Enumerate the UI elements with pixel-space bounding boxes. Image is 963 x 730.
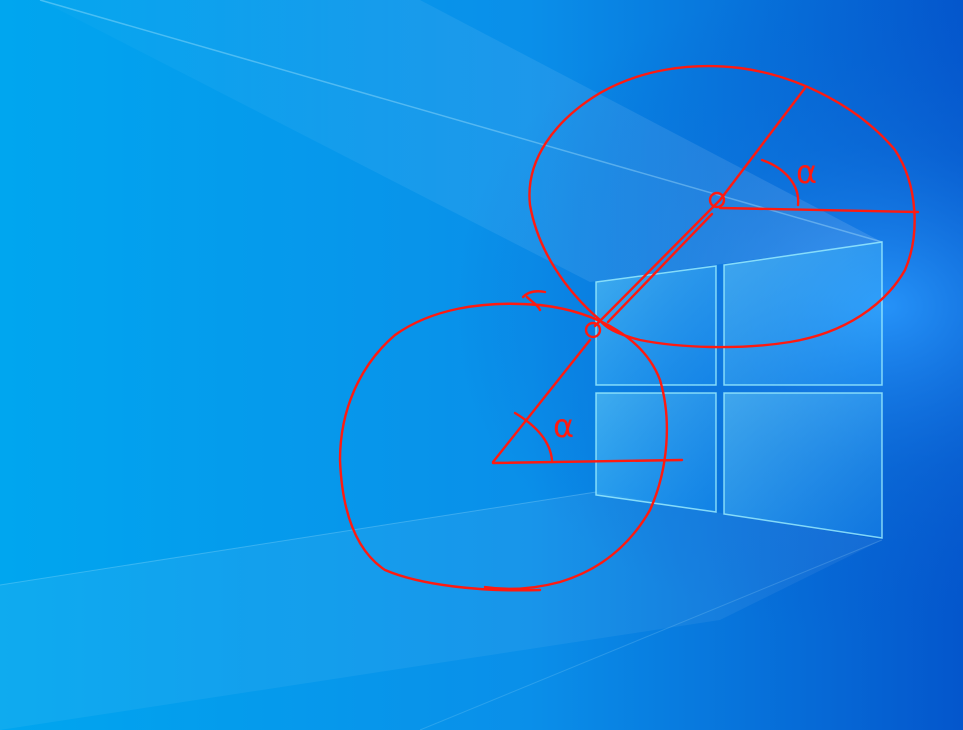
- beam-edge-lower: [419, 539, 883, 730]
- lower-angle-arc: [513, 411, 554, 462]
- lower-horizontal-line: [491, 458, 684, 465]
- logo-pane-bottom-right: [723, 392, 883, 539]
- center-line-double: [606, 212, 714, 324]
- windows-logo: [595, 241, 883, 539]
- upper-radius-line: [718, 86, 807, 202]
- upper-angle-arc: [760, 158, 800, 207]
- lower-radius-line: [491, 338, 592, 464]
- upper-circle: [528, 64, 916, 349]
- lower-circle: [338, 302, 669, 592]
- upper-angle-label: α: [796, 153, 817, 191]
- center-line: [593, 198, 722, 328]
- lower-angle-label: α: [553, 407, 574, 445]
- beam-edge-top: [39, 0, 883, 243]
- light-beam-bottom: [0, 492, 882, 730]
- beam-edge-bottom: [0, 491, 597, 586]
- red-annotation: [338, 64, 920, 592]
- logo-pane-top-right: [723, 241, 883, 386]
- light-beam-top: [40, 0, 882, 282]
- logo-pane-top-left: [595, 265, 717, 386]
- tangent-point: [584, 321, 602, 339]
- radius-mark-r: [521, 290, 547, 312]
- upper-horizontal-line: [718, 206, 920, 214]
- upper-center-point: [708, 191, 726, 209]
